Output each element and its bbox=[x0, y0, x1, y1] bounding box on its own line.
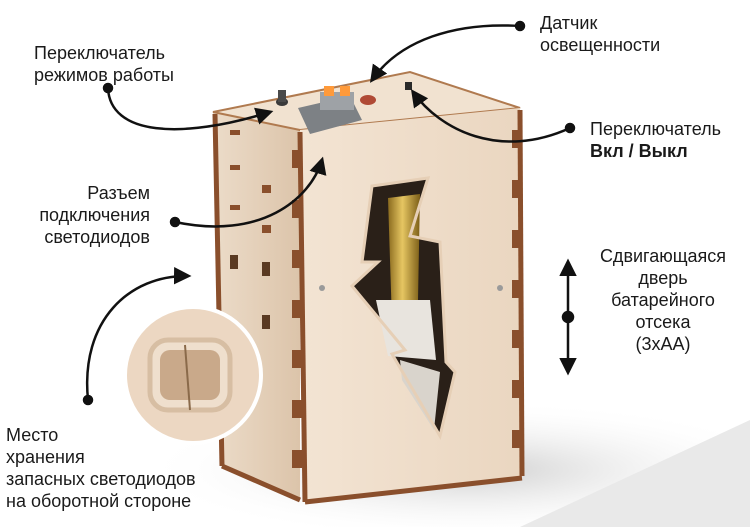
callout-power-switch-line1: Переключатель bbox=[590, 119, 721, 139]
power-switch bbox=[405, 82, 412, 90]
floor-plane bbox=[520, 420, 750, 527]
wooden-box bbox=[123, 70, 525, 505]
box-left-panel bbox=[213, 112, 300, 500]
callout-mode-switch-line1: Переключатель bbox=[34, 43, 165, 63]
callout-led-connector: Разъем подключения светодиодов bbox=[20, 182, 150, 248]
callout-spare-storage-line1: Место bbox=[6, 425, 59, 445]
callout-arrows bbox=[82, 20, 577, 406]
callout-spare-storage-line3: запасных светодиодов bbox=[6, 469, 196, 489]
callout-battery-door-line1: Сдвигающаяся bbox=[599, 246, 727, 266]
callout-battery-door-line4: отсека bbox=[635, 312, 691, 332]
arrow-power-switch bbox=[410, 89, 571, 143]
callout-led-connector-line3: светодиодов bbox=[44, 227, 150, 247]
callout-battery-door-line5: (3хАА) bbox=[635, 334, 691, 354]
callout-power-switch: Переключатель Вкл / Выкл bbox=[590, 118, 721, 162]
callout-battery-door-line2: дверь bbox=[638, 268, 688, 288]
callout-battery-door-line3: батарейного bbox=[611, 290, 715, 310]
callout-battery-door: Сдвигающаяся дверь батарейного отсека (3… bbox=[588, 245, 738, 355]
light-sensor bbox=[360, 95, 376, 105]
top-components bbox=[276, 82, 412, 134]
battery-window-frame bbox=[349, 176, 457, 440]
arrow-led-connector bbox=[174, 156, 327, 228]
callout-light-sensor: Датчик освещенности bbox=[540, 12, 660, 56]
finger-joints bbox=[230, 130, 522, 468]
callout-led-connector-line1: Разъем bbox=[87, 183, 150, 203]
callout-power-switch-line2: Вкл / Выкл bbox=[590, 141, 688, 161]
side-slots bbox=[230, 255, 270, 329]
callout-light-sensor-line1: Датчик bbox=[540, 13, 598, 33]
callout-mode-switch-line2: режимов работы bbox=[34, 65, 174, 85]
callout-spare-storage-line4: на оборотной стороне bbox=[6, 491, 192, 511]
callout-spare-storage: Место хранения запасных светодиодов на о… bbox=[6, 424, 196, 512]
arrow-mode-switch bbox=[106, 87, 274, 131]
callout-light-sensor-line2: освещенности bbox=[540, 35, 661, 55]
screw-holes bbox=[319, 285, 503, 291]
battery bbox=[376, 194, 440, 430]
callout-spare-storage-line2: хранения bbox=[6, 447, 85, 467]
arrow-spare-storage bbox=[85, 267, 192, 401]
callout-led-connector-line2: подключения bbox=[39, 205, 150, 225]
arrow-light-sensor bbox=[369, 24, 521, 83]
callout-mode-switch: Переключатель режимов работы bbox=[34, 42, 174, 86]
spare-storage-inset bbox=[123, 305, 263, 445]
